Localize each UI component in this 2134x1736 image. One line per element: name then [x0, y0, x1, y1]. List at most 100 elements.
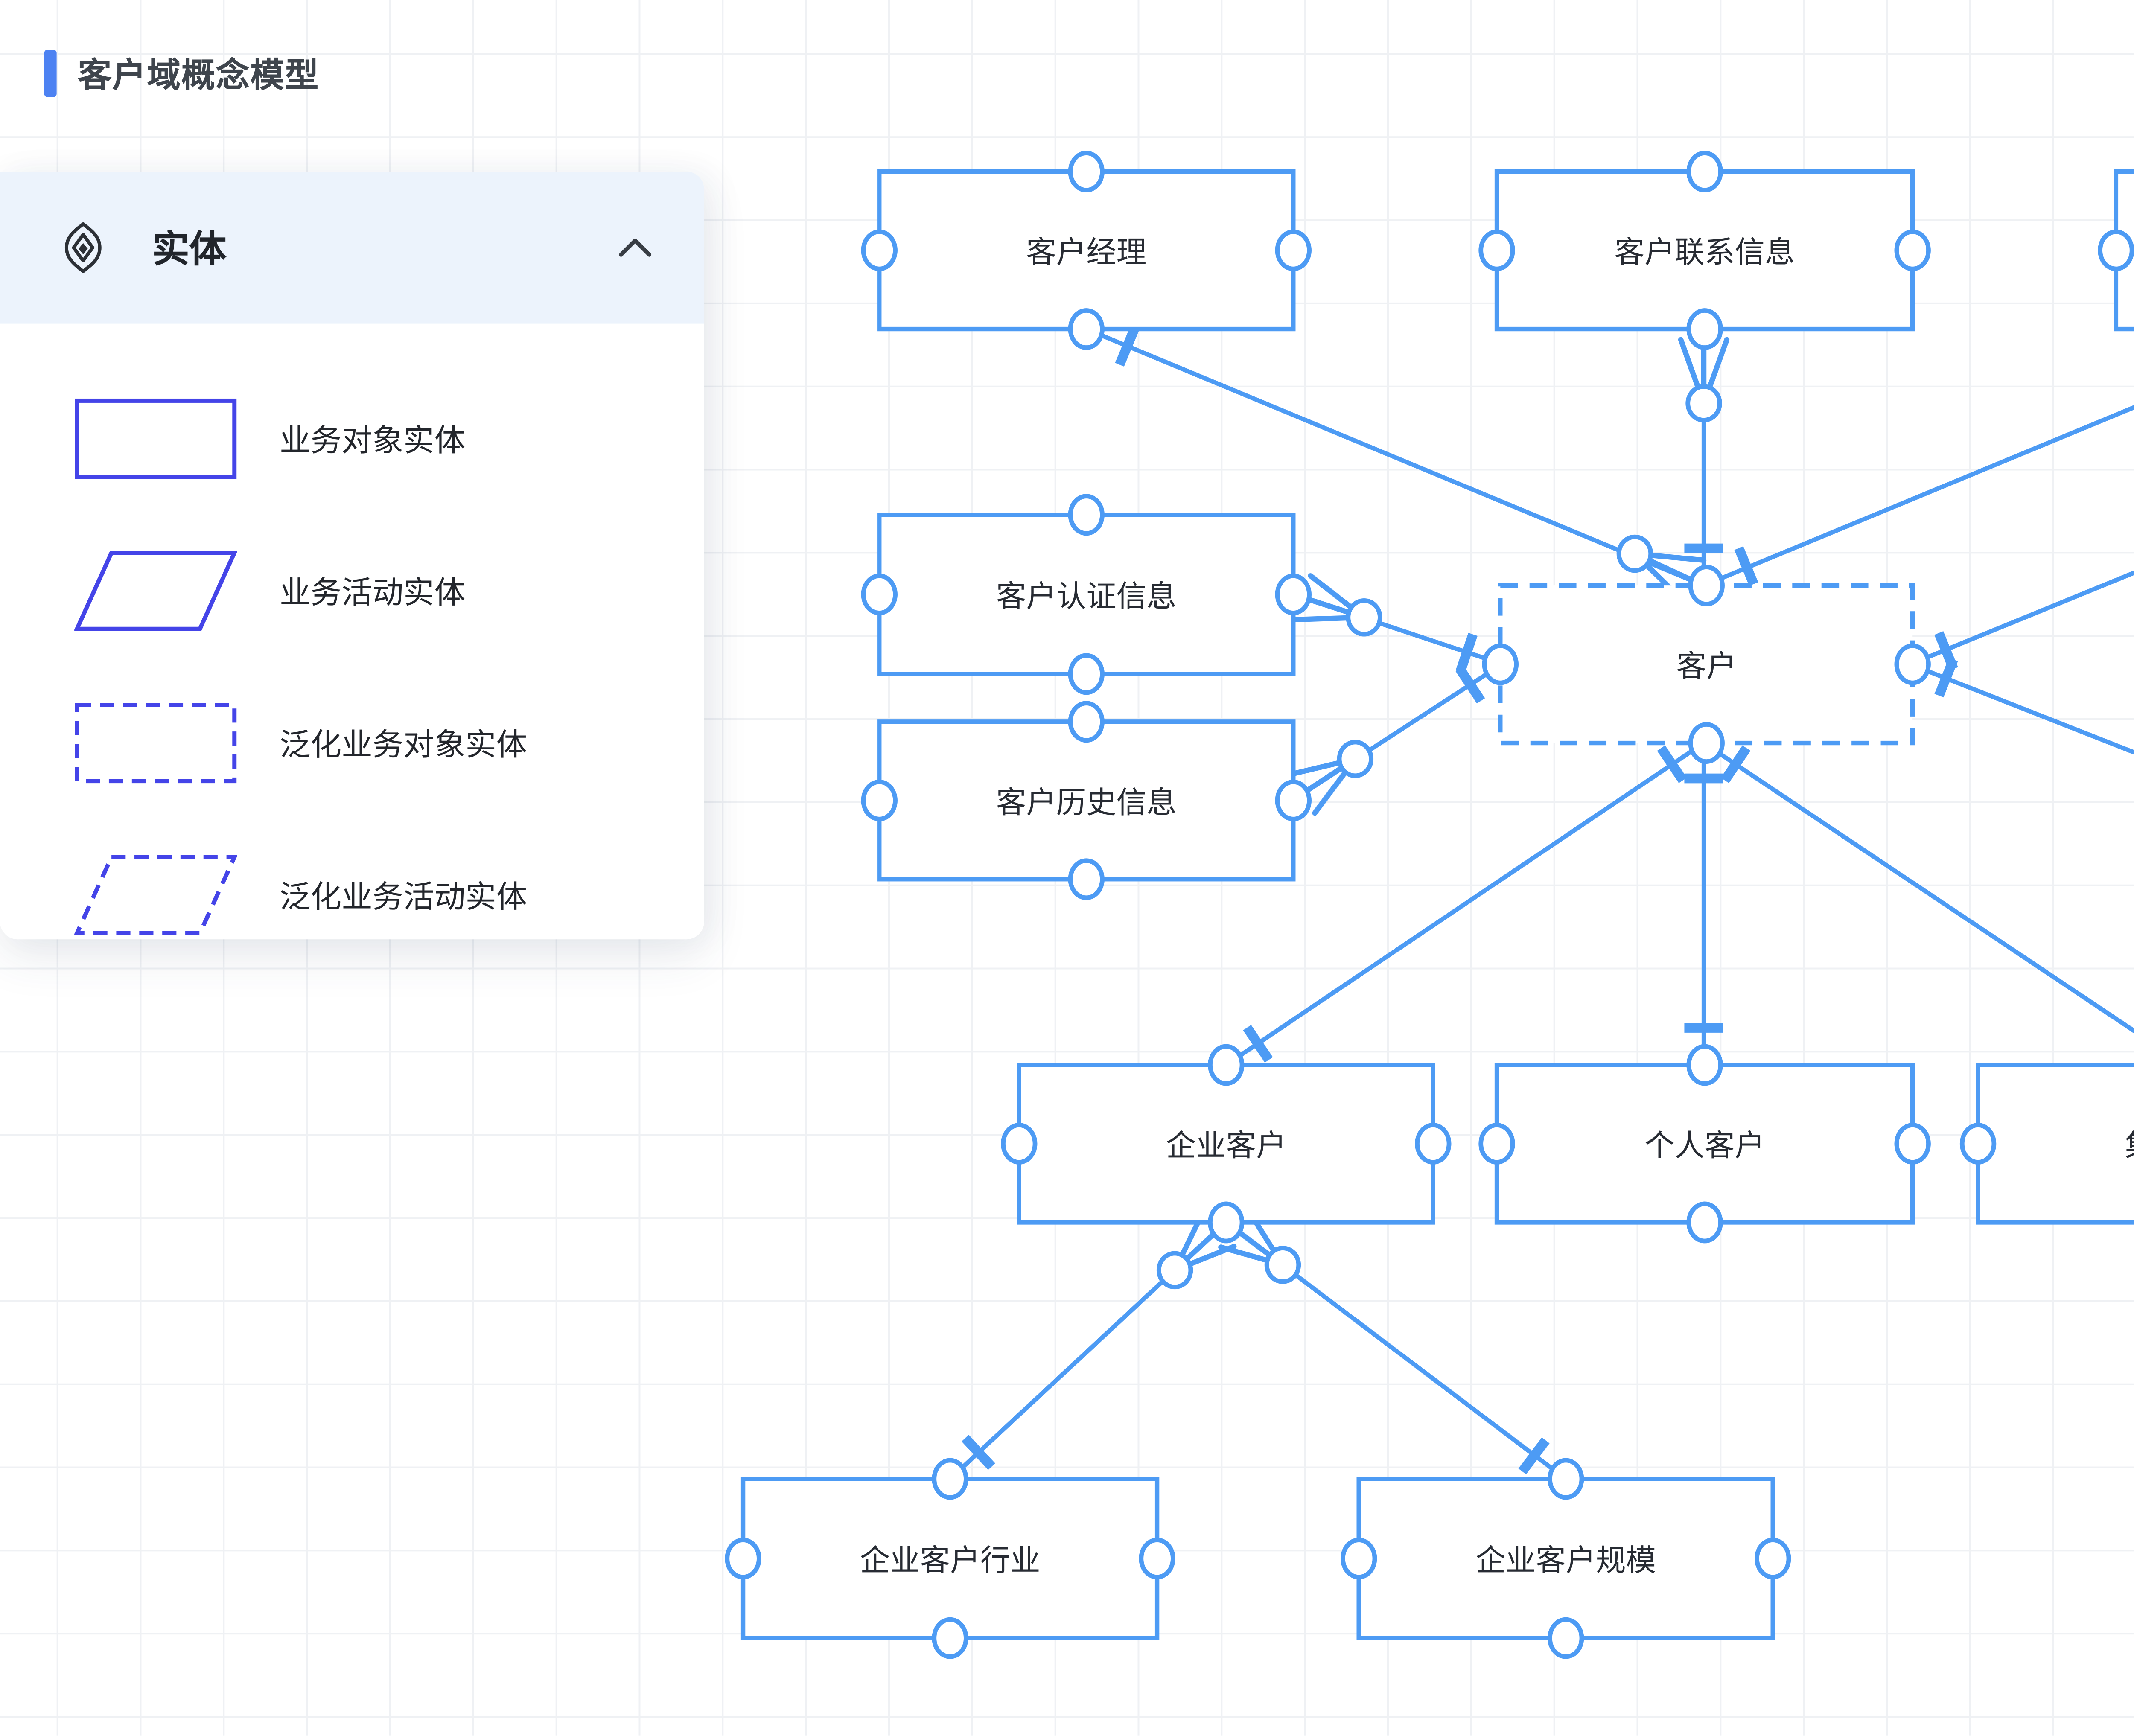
- connection-port-left[interactable]: [861, 779, 898, 821]
- connection-port-left[interactable]: [1482, 643, 1519, 685]
- connection-port-top[interactable]: [1068, 701, 1105, 743]
- chevron-up-icon[interactable]: [612, 224, 658, 271]
- connection-port-left[interactable]: [1340, 1538, 1377, 1580]
- nodes-layer: 客户经理客户联系信息客户扩展信息客户认证信息客户历史信息客户客户类型客户分类信息…: [740, 169, 2134, 1640]
- edge-waypoint[interactable]: [1616, 534, 1653, 573]
- connection-port-right[interactable]: [1275, 779, 1312, 821]
- edge-customer-type--customer[interactable]: [1912, 524, 2134, 666]
- connection-port-left[interactable]: [1001, 1123, 1038, 1165]
- entity-node-customer-history-info[interactable]: 客户历史信息: [877, 719, 1296, 882]
- connection-port-right[interactable]: [1894, 1123, 1931, 1165]
- legend-item-label: 业务对象实体: [279, 422, 466, 457]
- connection-port-bottom[interactable]: [1686, 1201, 1723, 1244]
- edge-customer--enterprise-customer[interactable]: [1224, 741, 1705, 1067]
- entity-node-label: 客户: [1676, 649, 1737, 683]
- entity-node-label: 客户认证信息: [996, 579, 1177, 613]
- entity-node-individual-customer[interactable]: 个人客户: [1494, 1063, 1915, 1225]
- legend-item-label: 泛化业务对象实体: [279, 726, 528, 762]
- connection-port-right[interactable]: [1415, 1123, 1452, 1165]
- legend-item-rect-solid[interactable]: 业务对象实体: [0, 363, 704, 515]
- connection-port-top[interactable]: [1688, 565, 1725, 607]
- entity-legend-panel: 实体 业务对象实体业务活动实体泛化业务对象实体泛化业务活动实体: [0, 172, 704, 940]
- entity-node-label: 企业客户行业: [860, 1544, 1041, 1577]
- edge-customer--group-customer[interactable]: [1703, 741, 2134, 1065]
- connection-port-bottom[interactable]: [1068, 653, 1105, 695]
- connection-port-left[interactable]: [725, 1538, 761, 1580]
- connection-port-top[interactable]: [932, 1458, 968, 1500]
- entity-legend-title: 实体: [152, 230, 227, 271]
- edge-customer-category-info--customer[interactable]: [1912, 663, 2134, 800]
- connection-port-right[interactable]: [1139, 1538, 1175, 1580]
- connection-port-bottom[interactable]: [1688, 722, 1725, 764]
- connection-port-bottom[interactable]: [1547, 1617, 1584, 1659]
- entity-node-enterprise-customer[interactable]: 企业客户: [1017, 1063, 1435, 1225]
- edge-markers-layer: [962, 324, 1958, 1474]
- connection-port-top[interactable]: [1068, 151, 1105, 193]
- page-title-text: 客户域概念模型: [78, 58, 320, 96]
- connection-port-bottom[interactable]: [1208, 1201, 1245, 1244]
- connection-port-bottom[interactable]: [1068, 308, 1105, 350]
- connection-port-right[interactable]: [1755, 1538, 1791, 1580]
- one-cardinality-tick: [1243, 1025, 1273, 1063]
- entity-node-label: 客户联系信息: [1615, 235, 1795, 269]
- one-cardinality-tick: [1456, 632, 1478, 673]
- edge-customer-extended-info--customer[interactable]: [1703, 329, 2134, 588]
- entity-node-label: 客户经理: [1026, 235, 1146, 269]
- connection-port-left[interactable]: [1478, 1123, 1515, 1165]
- entity-legend-header[interactable]: 实体: [0, 172, 704, 324]
- connection-port-right[interactable]: [1894, 643, 1931, 685]
- connection-port-top[interactable]: [1208, 1044, 1245, 1086]
- entity-node-label: 集团客户: [2125, 1129, 2134, 1162]
- legend-item-para-dashed[interactable]: 泛化业务活动实体: [0, 819, 704, 971]
- entity-section-icon: [64, 222, 102, 273]
- entity-node-customer-auth-info[interactable]: 客户认证信息: [877, 513, 1296, 676]
- edge-waypoint[interactable]: [1337, 740, 1374, 778]
- entity-node-customer[interactable]: 客户: [1498, 583, 1915, 746]
- connection-port-right[interactable]: [1275, 229, 1312, 271]
- connection-port-right[interactable]: [1275, 573, 1312, 615]
- edge-waypoint[interactable]: [1156, 1251, 1193, 1290]
- edge-waypoint[interactable]: [1685, 384, 1722, 422]
- entity-legend-items: 业务对象实体业务活动实体泛化业务对象实体泛化业务活动实体: [0, 324, 704, 971]
- entity-node-group-customer[interactable]: 集团客户: [1976, 1063, 2134, 1225]
- legend-item-label: 泛化业务活动实体: [279, 878, 528, 914]
- entity-node-customer-manager[interactable]: 客户经理: [877, 169, 1296, 332]
- entity-node-enterprise-customer-industry[interactable]: 企业客户行业: [740, 1477, 1160, 1640]
- connection-port-bottom[interactable]: [932, 1617, 968, 1659]
- legend-shape-rect-dashed: [75, 702, 237, 784]
- connection-port-bottom[interactable]: [1686, 308, 1723, 350]
- connection-port-top[interactable]: [1686, 1044, 1723, 1086]
- connection-port-left[interactable]: [2098, 229, 2134, 271]
- connection-port-top[interactable]: [1068, 494, 1105, 536]
- entity-node-label: 客户历史信息: [996, 785, 1177, 819]
- page-title: 客户域概念模型: [44, 50, 320, 97]
- connection-port-top[interactable]: [1547, 1458, 1584, 1500]
- one-cardinality-tick: [1657, 745, 1687, 783]
- edge-customer-manager--customer[interactable]: [1085, 327, 1705, 588]
- entity-node-label: 企业客户: [1166, 1129, 1286, 1162]
- legend-item-label: 业务活动实体: [279, 574, 466, 610]
- connection-port-left[interactable]: [861, 573, 898, 615]
- ports-layer: [725, 151, 2134, 1659]
- connection-port-right[interactable]: [1894, 229, 1931, 271]
- one-cardinality-tick: [1518, 1437, 1550, 1474]
- connection-port-left[interactable]: [1959, 1123, 1997, 1165]
- one-cardinality-tick: [1115, 327, 1139, 367]
- connection-port-left[interactable]: [861, 229, 898, 271]
- one-cardinality-tick: [1720, 745, 1751, 784]
- connection-port-bottom[interactable]: [1068, 858, 1105, 900]
- entity-node-customer-contact-info[interactable]: 客户联系信息: [1494, 169, 1915, 332]
- legend-shape-para-dashed: [74, 855, 237, 935]
- entity-node-enterprise-customer-scale[interactable]: 企业客户规模: [1356, 1477, 1775, 1640]
- connection-port-top[interactable]: [1686, 151, 1723, 193]
- edge-waypoint[interactable]: [1264, 1246, 1301, 1284]
- one-cardinality-tick: [1734, 546, 1758, 586]
- edge-waypoint[interactable]: [1346, 598, 1382, 637]
- connection-port-left[interactable]: [1478, 229, 1515, 271]
- legend-item-rect-dashed[interactable]: 泛化业务对象实体: [0, 667, 704, 819]
- one-cardinality-tick: [962, 1435, 995, 1470]
- edges-layer: [948, 327, 2134, 1481]
- legend-item-para-solid[interactable]: 业务活动实体: [0, 515, 704, 667]
- one-cardinality-tick: [1455, 665, 1485, 704]
